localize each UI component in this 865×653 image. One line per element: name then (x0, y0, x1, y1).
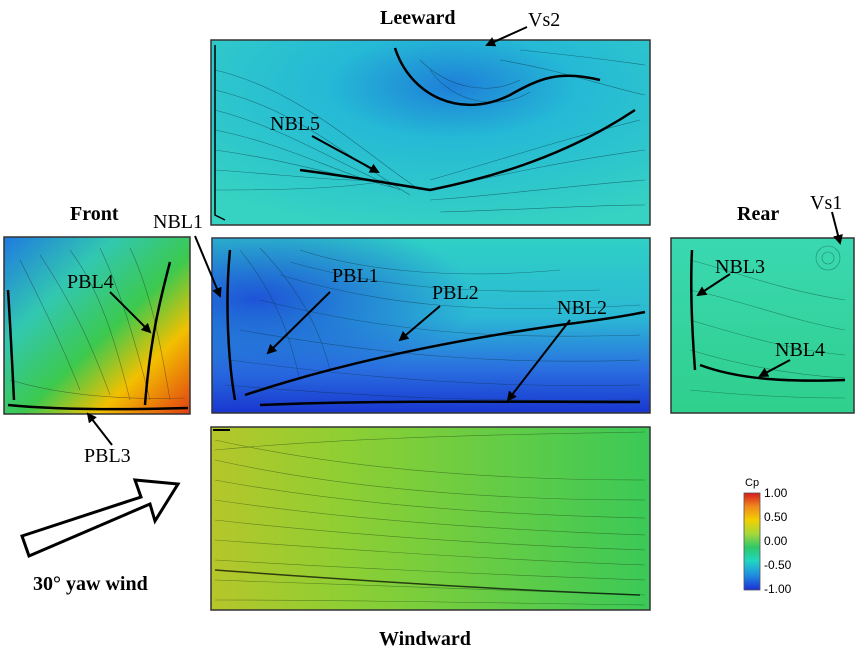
leeward-panel (210, 39, 651, 226)
colorbar-tick: 0.00 (764, 534, 788, 548)
colorbar-tick: 1.00 (764, 486, 788, 500)
nbl3-arrow (696, 273, 731, 297)
nbl2-arrow (506, 319, 571, 402)
nbl3-label: NBL3 (715, 256, 765, 278)
pbl3-label: PBL3 (84, 445, 131, 467)
callout-arrows (86, 26, 843, 446)
pbl1-label: PBL1 (332, 265, 379, 287)
pbl1-arrow (266, 291, 331, 355)
colorbar-tick: -0.50 (764, 558, 792, 572)
nbl2-label: NBL2 (557, 297, 607, 319)
colorbar (743, 492, 761, 591)
front-title: Front (70, 203, 119, 225)
colorbar-tick: -1.00 (764, 582, 792, 596)
vs2-label: Vs2 (528, 9, 561, 31)
vs2-arrow (485, 26, 528, 47)
rear-panel (670, 237, 855, 414)
nbl4-label: NBL4 (775, 339, 825, 361)
vs1-arrow (831, 211, 843, 245)
vs1-label: Vs1 (810, 192, 843, 214)
nbl5-arrow (311, 135, 380, 173)
pbl4-label: PBL4 (67, 271, 114, 293)
nbl1-label: NBL1 (153, 211, 203, 233)
wind-label: 30° yaw wind (33, 573, 148, 595)
nbl4-arrow (758, 359, 791, 377)
colorbar-title: Cp (745, 477, 760, 489)
leeward-title: Leeward (380, 7, 456, 29)
nbl1-arrow (194, 235, 222, 298)
rear-title: Rear (737, 203, 780, 225)
side-panel (211, 237, 651, 414)
front-panel (3, 236, 191, 415)
wind-arrow-icon (20, 478, 181, 559)
pbl4-arrow (109, 291, 152, 334)
windward-panel (210, 426, 651, 611)
nbl5-label: NBL5 (270, 113, 320, 135)
pbl2-label: PBL2 (432, 282, 479, 304)
colorbar-tick: 0.50 (764, 510, 788, 524)
pbl3-arrow (86, 412, 113, 446)
windward-title: Windward (379, 628, 471, 650)
pbl2-arrow (398, 305, 441, 342)
